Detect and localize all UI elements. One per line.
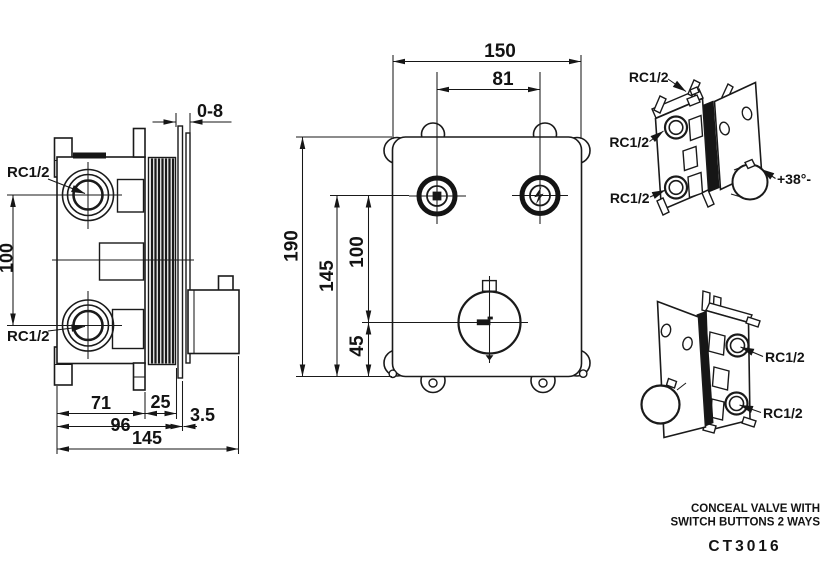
dim-port-spacing: 100 [0,243,17,273]
body-top-seal [73,152,106,159]
title-block: CONCEAL VALVE WITH SWITCH BUTTONS 2 WAYS… [670,503,820,555]
product-title-line1: CONCEAL VALVE WITH [691,503,820,515]
port-label-bottom: RC1/2 [7,328,50,345]
iso-view-front: RC1/2 RC1/2 RC1/2 +38°- [609,69,811,216]
dim-width: 150 [484,41,516,62]
iso-back-port-label-top: RC1/2 [765,349,805,365]
iso-view-back: RC1/2 RC1/2 [640,290,805,439]
trim-plate [185,132,191,364]
iso-back-port-bottom [724,391,749,416]
dim-height: 190 [282,230,303,262]
model-number: CT3016 [708,538,781,555]
bolt-icon [534,186,544,205]
side-view: RC1/2 RC1/2 100 0-8 71 25 96 3.5 145 [0,101,240,454]
iso-back-port-top [725,333,750,358]
thread-fins [147,156,177,366]
dim-to-plate: 96 [110,415,130,435]
lug-top [132,127,146,158]
dim-total-depth: 145 [132,428,162,448]
iso-temp-knob-back [640,377,687,425]
dim-plate-thickness: 3.5 [190,405,215,425]
dim-buttons-to-dial: 100 [347,236,368,268]
wall-plate [177,125,184,379]
dim-depth-adjust: 0-8 [197,101,223,121]
iso-seal-strip [702,100,720,193]
iso-port-label-mid: RC1/2 [609,134,649,150]
dim-body-depth: 71 [91,393,111,413]
temp-limit-label: +38°- [777,171,811,187]
product-title-line2: SWITCH BUTTONS 2 WAYS [670,517,820,529]
dim-dial-to-bottom: 45 [347,335,368,357]
iso-port-mid [663,115,689,140]
dim-buttons-to-bottom: 145 [317,260,338,292]
port-label-top: RC1/2 [7,164,50,181]
iso-temp-knob [730,158,769,201]
face-plate [391,136,583,378]
dim-button-spacing: 81 [492,69,514,90]
iso-port-label-top: RC1/2 [629,69,669,85]
temperature-dial [362,276,528,363]
inlet-port-top [61,168,115,222]
iso-back-port-label-bottom: RC1/2 [763,405,803,421]
knob-side [187,275,240,355]
front-view: 150 81 190 145 100 45 [282,41,591,394]
dim-thread-depth: 25 [150,392,170,412]
iso-port-label-bottom: RC1/2 [610,190,650,206]
iso-port-bottom [663,175,689,200]
dial-pointer [476,319,491,326]
